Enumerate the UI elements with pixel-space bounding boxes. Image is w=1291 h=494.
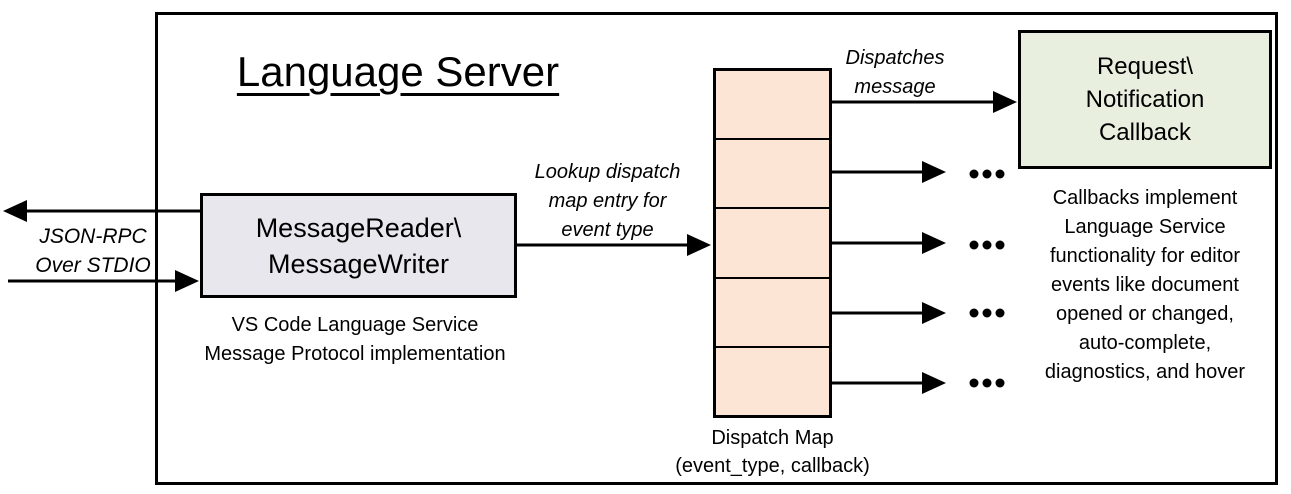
dispatches-label-line: message <box>854 76 936 98</box>
message-reader-writer-box: MessageReader\ MessageWriter <box>200 193 517 298</box>
jsonrpc-stdio-label: JSON-RPC Over STDIO <box>18 222 168 280</box>
stdio-out-arrowhead <box>3 200 27 222</box>
dispatch-map-cell <box>716 348 829 415</box>
lookup-label-line: event type <box>561 219 654 241</box>
dispatch-map-cell <box>716 209 829 279</box>
callback-box-line: Callback <box>1098 119 1192 146</box>
note-line: Language Service <box>1064 216 1226 238</box>
dispatch-map-cell <box>716 279 829 348</box>
note-line: functionality for editor <box>1049 245 1241 267</box>
note-line: auto-complete, <box>1078 332 1212 354</box>
dispatch-map <box>713 68 832 418</box>
callback-box-line: Request\ <box>1096 53 1194 80</box>
note-line: diagnostics, and hover <box>1044 361 1246 383</box>
note-line: events like document <box>1051 274 1239 296</box>
dispatches-label-line: Dispatches <box>845 47 945 69</box>
reader-box-caption: VS Code Language Service Message Protoco… <box>190 311 520 369</box>
callback-box-line: Notification <box>1085 86 1205 113</box>
caption-line: (event_type, callback) <box>675 455 870 477</box>
dispatch-map-cell <box>716 71 829 141</box>
message-reader-label: MessageReader\ <box>255 212 462 243</box>
request-notification-callback-box: Request\ Notification Callback <box>1018 30 1272 169</box>
dispatch-map-caption: Dispatch Map (event_type, callback) <box>655 424 890 480</box>
stdio-label-line: Over STDIO <box>35 254 151 277</box>
caption-line: Dispatch Map <box>711 427 834 449</box>
dispatch-map-cell <box>716 140 829 210</box>
note-line: Callbacks implement <box>1052 187 1238 209</box>
lookup-label-line: map entry for <box>548 190 667 212</box>
lookup-dispatch-label: Lookup dispatch map entry for event type <box>520 158 695 245</box>
diagram-title: Language Server <box>236 48 560 95</box>
lookup-label-line: Lookup dispatch <box>534 161 681 183</box>
dispatches-message-label: Dispatches message <box>833 44 957 102</box>
note-line: opened or changed, <box>1056 303 1234 325</box>
caption-line: Message Protocol implementation <box>204 343 506 365</box>
jsonrpc-label-line: JSON-RPC <box>39 225 147 248</box>
callbacks-description: Callbacks implement Language Service fun… <box>1015 184 1275 387</box>
message-writer-label: MessageWriter <box>267 248 450 279</box>
caption-line: VS Code Language Service <box>231 314 479 336</box>
